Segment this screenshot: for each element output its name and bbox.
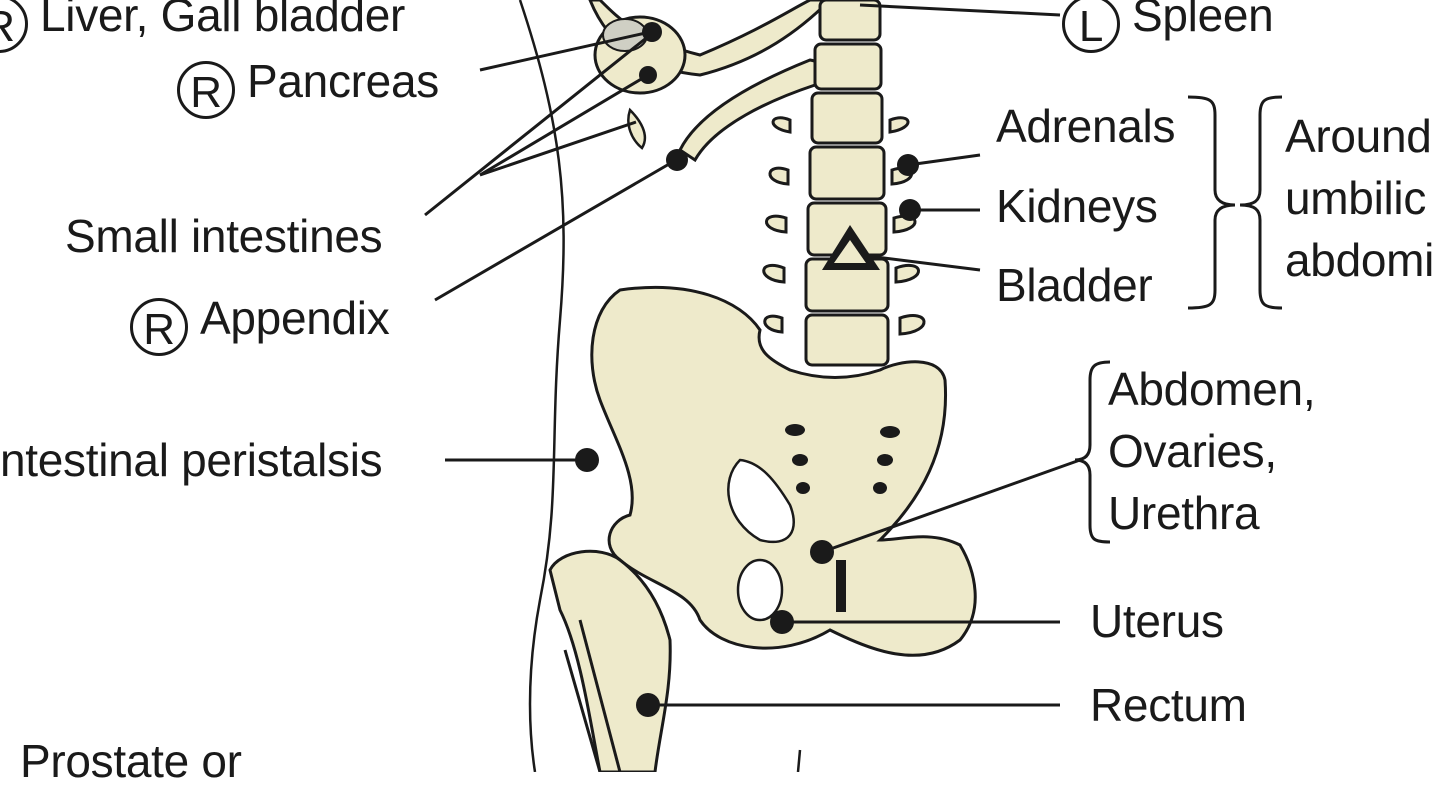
label-uterus: Uterus <box>1090 595 1224 647</box>
dot-kidneys <box>899 199 921 221</box>
label-around-umbilicus: Around umbilic abdomi <box>1285 110 1435 286</box>
label-prostate: Prostate or <box>20 735 242 787</box>
label-abdomen-ovaries-urethra: Abdomen, Ovaries, Urethra <box>1108 363 1316 539</box>
body-mark <box>796 749 802 772</box>
label-adrenals: Adrenals <box>996 100 1176 152</box>
label-kidneys: Kidneys <box>996 180 1158 232</box>
femur-shaft-line <box>563 649 602 772</box>
bracket-around <box>1239 95 1283 310</box>
label-small-intestines: Small intestines <box>65 210 383 262</box>
spine <box>762 0 926 367</box>
dot-adrenals <box>897 154 919 176</box>
label-bladder: Bladder <box>996 259 1153 311</box>
left-marker-icon: L <box>1062 0 1120 53</box>
right-marker-icon: R <box>177 61 235 119</box>
right-marker-icon: R <box>0 0 28 53</box>
right-marker-icon: R <box>130 298 188 356</box>
small-bone <box>627 107 647 150</box>
label-liver-gall-bladder: RLiver, Gall bladder <box>0 0 405 53</box>
obturator-foramen <box>736 558 784 622</box>
femur <box>548 549 672 772</box>
sacral-foramina <box>785 424 900 494</box>
dot-uterus <box>770 610 794 634</box>
leader-lines <box>424 3 1081 707</box>
femur-shaft-line <box>578 619 622 772</box>
bracket-adrenals-kidneys-bladder <box>1187 95 1236 310</box>
dot-pancreas <box>639 66 657 84</box>
label-intestinal-peristalsis: ntestinal peristalsis <box>0 434 383 486</box>
pelvis <box>590 285 977 657</box>
dot-liver <box>642 22 662 42</box>
dot-intestinal-peristalsis <box>575 448 599 472</box>
dot-rectum <box>636 693 660 717</box>
point-dots <box>575 22 921 717</box>
label-rectum: Rectum <box>1090 679 1247 731</box>
pubic-symphysis <box>836 560 846 612</box>
dot-appendix <box>666 149 688 171</box>
dot-abdomen <box>810 540 834 564</box>
bracket-abdomen <box>1074 360 1111 544</box>
pelvic-cavity <box>727 458 795 543</box>
body-outline <box>518 0 565 772</box>
